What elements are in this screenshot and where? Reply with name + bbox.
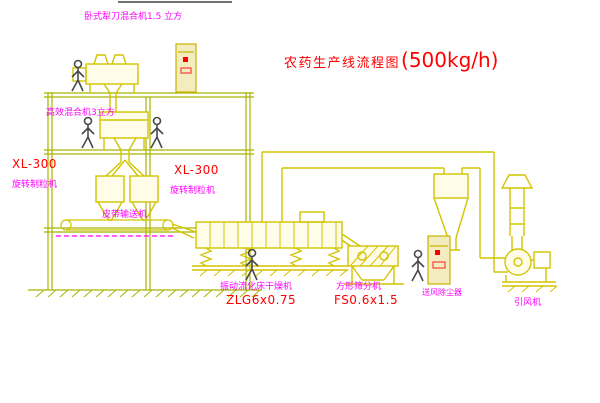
worker-figure bbox=[71, 59, 85, 92]
worker-figure bbox=[411, 249, 425, 282]
cabinet-indicator-light bbox=[183, 57, 188, 62]
label-granulator-right-model: XL-300 bbox=[174, 163, 219, 177]
exhaust-stack bbox=[500, 174, 534, 236]
diagram-title-capacity: (500kg/h) bbox=[401, 48, 499, 72]
rotary-granulators bbox=[95, 159, 159, 222]
label-sifter-model: FS0.6x1.5 bbox=[334, 293, 399, 307]
label-high-efficiency-mixer: 高效混合机3立方 bbox=[46, 108, 115, 118]
fluid-bed-dryer-body bbox=[171, 211, 361, 277]
rain-cap bbox=[500, 174, 534, 189]
exhaust-duct bbox=[261, 151, 508, 273]
label-sifter-name: 方形筛分机 bbox=[336, 282, 382, 292]
induced-draft-fan-body bbox=[502, 236, 558, 293]
label-granulator-right-name: 旋转制粒机 bbox=[170, 186, 216, 196]
label-horizontal-mixer: 卧式犁刀混合机1.5 立方 bbox=[84, 12, 183, 22]
label-belt-conveyor: 皮带输送机 bbox=[102, 210, 148, 220]
diagram-title-text: 农药生产线流程图 bbox=[284, 56, 401, 71]
dryer-springs bbox=[199, 247, 341, 267]
cyclone-separator bbox=[433, 173, 469, 251]
label-granulator-left-name: 旋转制粒机 bbox=[12, 180, 58, 190]
square-sifter-body bbox=[344, 245, 404, 285]
fan-motor bbox=[533, 251, 551, 269]
cabinet-display bbox=[432, 261, 446, 269]
label-dryer-model: ZLG6x0.75 bbox=[226, 293, 297, 307]
label-dust-collector: 送风除尘器 bbox=[422, 288, 462, 297]
label-dryer-name: 振动流化床干燥机 bbox=[220, 282, 293, 292]
high-efficiency-mixer-body bbox=[99, 111, 149, 162]
control-cabinet-top bbox=[175, 43, 197, 93]
label-induced-draft-fan: 引风机 bbox=[514, 298, 542, 308]
control-cabinet-right bbox=[427, 235, 451, 285]
worker-figure bbox=[150, 116, 164, 149]
diagram-title: 农药生产线流程图 (500kg/h) bbox=[284, 48, 499, 72]
label-granulator-left-model: XL-300 bbox=[12, 157, 57, 171]
worker-figure bbox=[81, 116, 95, 149]
cabinet-indicator-light bbox=[435, 250, 440, 255]
cabinet-display bbox=[180, 67, 192, 74]
horizontal-mixer bbox=[72, 54, 139, 112]
